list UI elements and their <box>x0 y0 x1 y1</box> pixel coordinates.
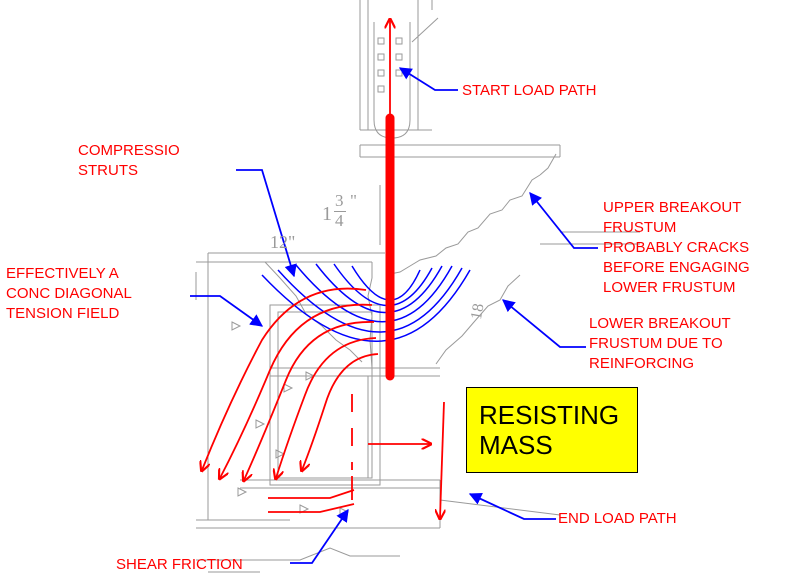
label-line: REINFORCING <box>589 355 694 372</box>
label-line: LOWER BREAKOUT <box>589 315 731 332</box>
leader-compression-struts <box>236 169 297 278</box>
label-line: COMPRESSIO <box>78 142 180 159</box>
label-start-load-path: START LOAD PATH <box>462 82 597 99</box>
label-line: TENSION FIELD <box>6 305 120 322</box>
label-line: EFFECTIVELY A <box>6 265 119 282</box>
box-line: RESISTING <box>479 400 620 430</box>
label-line: BEFORE ENGAGING <box>603 259 750 276</box>
label-upper-breakout: UPPER BREAKOUT FRUSTUM PROBABLY CRACKS B… <box>603 198 750 298</box>
leader-arrows <box>190 67 598 564</box>
label-line: STRUTS <box>78 162 138 179</box>
label-line: FRUSTUM DUE TO <box>589 335 723 352</box>
label-shear-friction: SHEAR FRICTION <box>116 556 243 573</box>
label-diagonal-tension: EFFECTIVELY A CONC DIAGONAL TENSION FIEL… <box>6 264 132 324</box>
label-line: FRUSTUM <box>603 219 677 236</box>
leader-shear-friction <box>290 508 349 564</box>
label-end-load-path: END LOAD PATH <box>558 510 677 527</box>
leader-upper-breakout <box>529 192 598 249</box>
leader-diagonal-tension <box>190 295 264 327</box>
label-line: LOWER FRUSTUM <box>603 279 736 296</box>
width-dimension: 12" <box>270 232 296 252</box>
label-line: UPPER BREAKOUT <box>603 199 742 216</box>
resisting-mass-box: RESISTING MASS <box>466 387 638 473</box>
label-line: PROBABLY CRACKS <box>603 239 750 256</box>
leader-end-load-path <box>468 493 556 520</box>
leader-start-load-path <box>398 67 458 91</box>
load-path-curves <box>202 20 444 518</box>
label-compression-struts: COMPRESSIO STRUTS <box>78 141 180 181</box>
label-line: CONC DIAGONAL <box>6 285 132 302</box>
leader-lower-breakout <box>502 299 586 348</box>
box-line: MASS <box>479 430 553 460</box>
label-lower-breakout: LOWER BREAKOUT FRUSTUM DUE TO REINFORCIN… <box>589 314 731 374</box>
side-dimension: 18 <box>468 302 488 321</box>
